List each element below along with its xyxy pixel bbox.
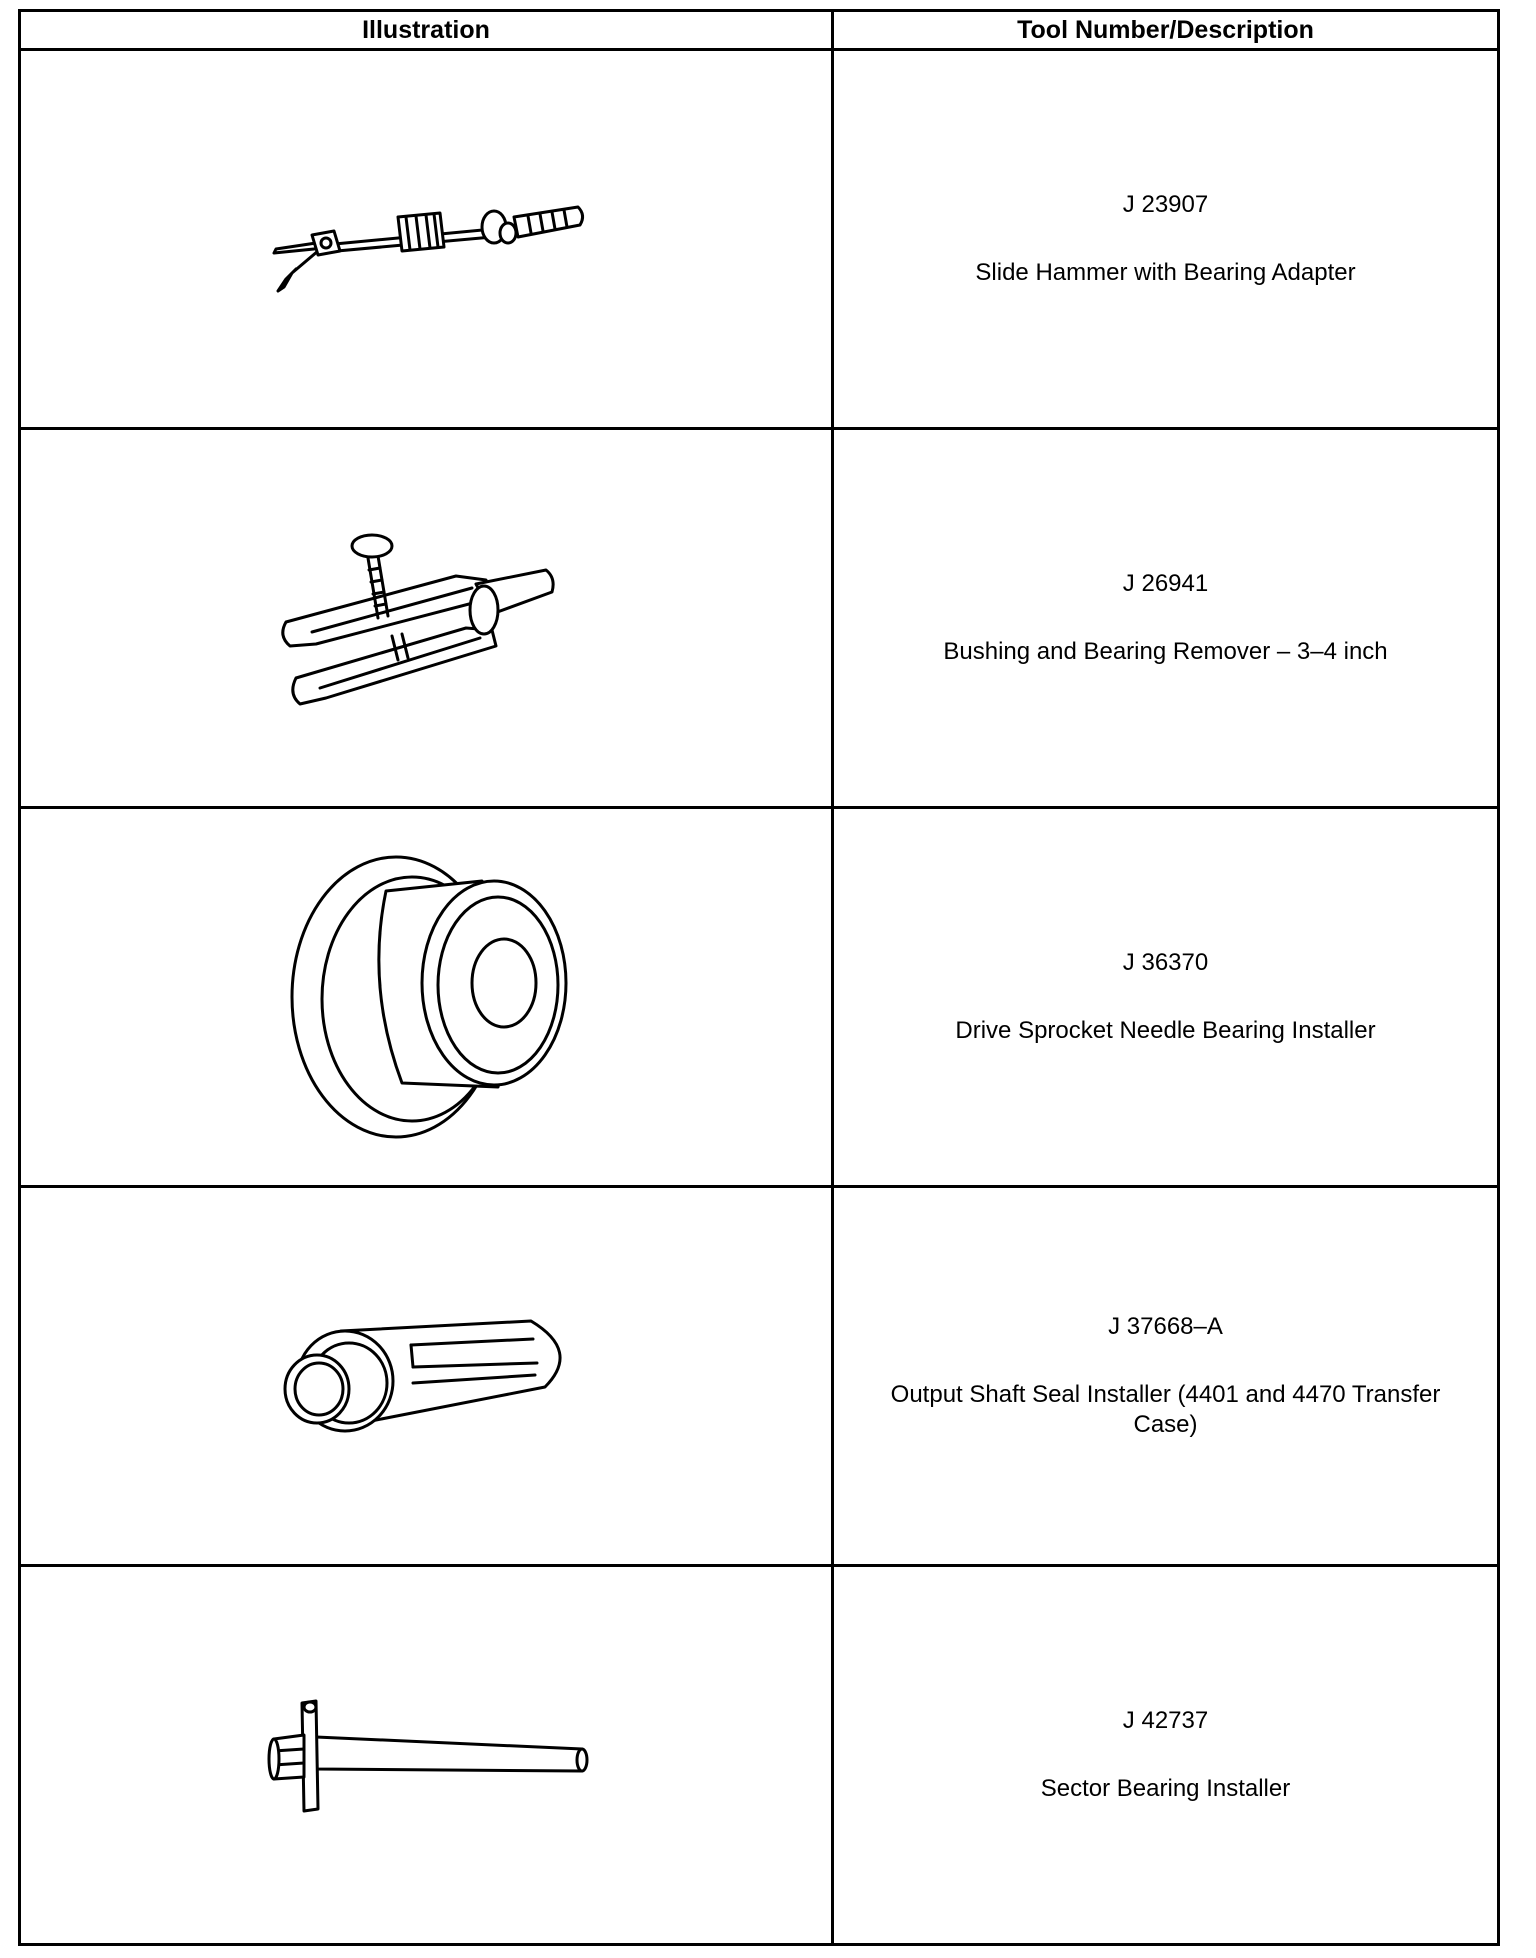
description-cell: J 37668–A Output Shaft Seal Installer (4… <box>831 1185 1500 1567</box>
table-row: J 42737 Sector Bearing Installer <box>18 1564 1500 1946</box>
illustration-cell <box>18 48 834 430</box>
header-illustration: Illustration <box>18 9 834 51</box>
slide-hammer-icon <box>272 205 585 293</box>
description-cell: J 23907 Slide Hammer with Bearing Adapte… <box>831 48 1500 430</box>
tool-number: J 36370 <box>1122 949 1209 976</box>
tool-number: J 37668–A <box>1108 1313 1223 1340</box>
table-row: J 23907 Slide Hammer with Bearing Adapte… <box>18 48 1500 430</box>
illustration-cell <box>18 806 834 1188</box>
illustration-cell <box>18 1185 834 1567</box>
sector-bearing-installer-icon <box>267 1699 589 1813</box>
illustration-cell <box>18 1564 834 1946</box>
tool-description: Sector Bearing Installer <box>1040 1775 1291 1802</box>
table-row: J 37668–A Output Shaft Seal Installer (4… <box>18 1185 1500 1567</box>
header-tool-number-description: Tool Number/Description <box>831 9 1500 51</box>
table-row: J 26941 Bushing and Bearing Remover – 3–… <box>18 427 1500 809</box>
tool-number: J 23907 <box>1122 191 1209 218</box>
description-cell: J 26941 Bushing and Bearing Remover – 3–… <box>831 427 1500 809</box>
illustration-cell <box>18 427 834 809</box>
tool-number: J 26941 <box>1122 570 1209 597</box>
tool-description: Output Shaft Seal Installer (4401 and 44… <box>890 1381 1441 1438</box>
description-cell: J 42737 Sector Bearing Installer <box>831 1564 1500 1946</box>
special-tools-table: Illustration Tool Number/Description <box>18 9 1500 1946</box>
bushing-bearing-remover-icon <box>281 533 555 706</box>
tool-description: Bushing and Bearing Remover – 3–4 inch <box>943 638 1388 665</box>
output-shaft-seal-installer-icon <box>283 1319 562 1433</box>
description-cell: J 36370 Drive Sprocket Needle Bearing In… <box>831 806 1500 1188</box>
tool-number: J 42737 <box>1122 1707 1209 1734</box>
tool-description: Drive Sprocket Needle Bearing Installer <box>955 1017 1376 1044</box>
table-header-row: Illustration Tool Number/Description <box>18 9 1500 51</box>
table-row: J 36370 Drive Sprocket Needle Bearing In… <box>18 806 1500 1188</box>
needle-bearing-installer-icon <box>290 855 568 1139</box>
tool-description: Slide Hammer with Bearing Adapter <box>975 259 1356 286</box>
